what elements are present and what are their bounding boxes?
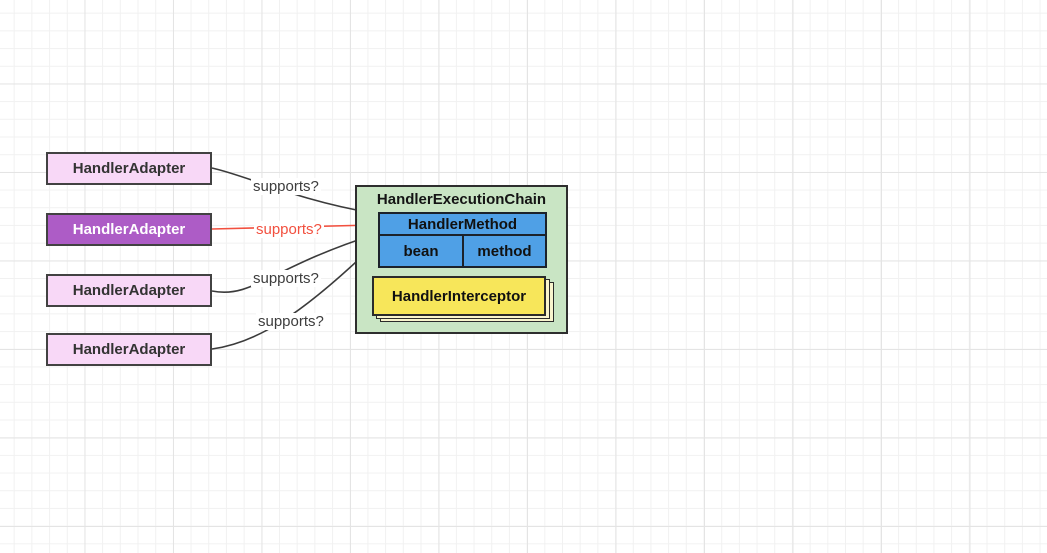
- handler-execution-chain-title: HandlerExecutionChain: [376, 191, 547, 208]
- handler-execution-chain-node[interactable]: HandlerExecutionChain HandlerMethod bean…: [355, 185, 568, 334]
- handler-adapter-node-3[interactable]: HandlerAdapter: [46, 274, 212, 307]
- supports-arrow-4[interactable]: [211, 244, 375, 350]
- supports-label-3: supports?: [251, 270, 321, 287]
- handler-adapter-label: HandlerAdapter: [72, 160, 186, 177]
- handler-method-title: HandlerMethod: [380, 214, 545, 236]
- method-cell[interactable]: method: [477, 242, 532, 260]
- supports-label-1: supports?: [251, 178, 321, 195]
- handler-interceptor-stack: HandlerInterceptor: [372, 276, 554, 324]
- handler-method-row: bean method: [380, 236, 545, 266]
- handler-adapter-node-1[interactable]: HandlerAdapter: [46, 152, 212, 185]
- handler-interceptor-node[interactable]: HandlerInterceptor: [372, 276, 546, 316]
- handler-adapter-node-2-highlighted[interactable]: HandlerAdapter: [46, 213, 212, 246]
- handler-adapter-label: HandlerAdapter: [72, 341, 186, 358]
- supports-label-2-red: supports?: [254, 221, 324, 238]
- handler-adapter-node-4[interactable]: HandlerAdapter: [46, 333, 212, 366]
- bean-cell[interactable]: bean: [380, 236, 464, 266]
- handler-adapter-label: HandlerAdapter: [72, 282, 186, 299]
- handler-method-node[interactable]: HandlerMethod bean method: [378, 212, 547, 268]
- handler-adapter-label: HandlerAdapter: [72, 221, 186, 238]
- supports-label-4: supports?: [256, 313, 326, 330]
- handler-interceptor-label: HandlerInterceptor: [391, 287, 527, 305]
